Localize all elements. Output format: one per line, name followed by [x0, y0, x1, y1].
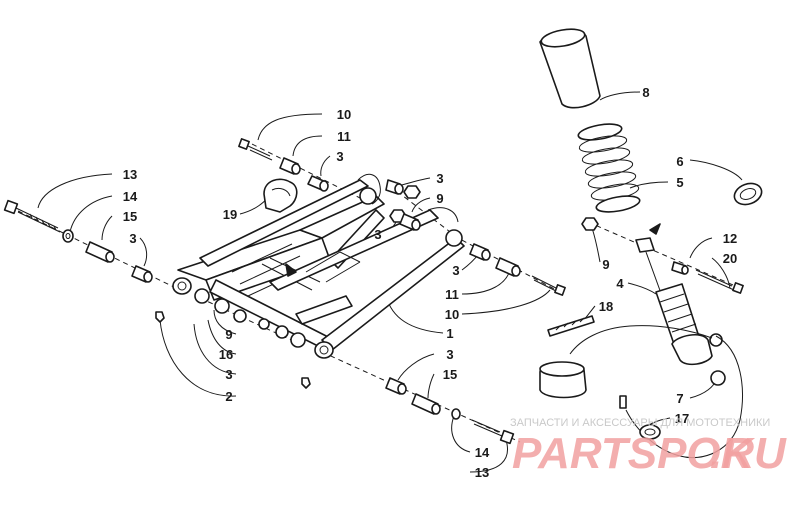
frame-bushings	[172, 187, 463, 359]
alignment-lines	[9, 139, 741, 443]
callout-13: 13	[123, 167, 137, 182]
spring-retainer-6	[733, 182, 763, 206]
callout-10: 10	[337, 107, 351, 122]
callout-2: 2	[225, 389, 232, 404]
lower-right-hardware	[385, 377, 515, 445]
callout-14: 14	[123, 189, 138, 204]
callout-3: 3	[336, 149, 343, 164]
callout-3: 3	[436, 171, 443, 186]
callout-9: 9	[436, 191, 443, 206]
callout-10: 10	[445, 307, 459, 322]
sleeve-15-left	[85, 241, 115, 263]
right-upper-hardware	[385, 179, 421, 231]
callout-1: 1	[446, 326, 453, 341]
watermark-tagline: ЗАПЧАСТИ И АКСЕССУАРЫ ДЛЯ МОТОТЕХНИКИ	[510, 417, 770, 429]
callout-18: 18	[599, 299, 613, 314]
callout-12: 12	[723, 231, 737, 246]
washer-14-left	[62, 229, 74, 243]
callout-14: 14	[475, 445, 490, 460]
grease-fittings-2	[155, 311, 311, 389]
callout-17: 17	[675, 411, 689, 426]
callout-15: 15	[443, 367, 457, 382]
callout-3: 3	[374, 227, 381, 242]
strap-18	[547, 315, 595, 337]
callout-9: 9	[225, 327, 232, 342]
orientation-arrows	[285, 223, 661, 277]
callout-7: 7	[676, 391, 683, 406]
bushing-3-left	[131, 265, 153, 283]
spring-5	[577, 123, 641, 213]
upper-arm	[199, 173, 459, 291]
shock-hardware-12-20-9	[581, 217, 744, 294]
shock-absorber-4	[635, 237, 726, 386]
watermark-brand: PARTSPOK	[512, 429, 756, 478]
callout-3: 3	[129, 231, 136, 246]
callout-8: 8	[642, 85, 649, 100]
callout-9: 9	[602, 257, 609, 272]
callout-3: 3	[225, 367, 232, 382]
sensor-cable-7-17	[539, 325, 743, 459]
callout-20: 20	[723, 251, 737, 266]
callout-3: 3	[452, 263, 459, 278]
watermark-domain: .RU	[710, 429, 787, 478]
callout-3: 3	[446, 347, 453, 362]
shock-boot-8	[539, 28, 601, 109]
sleeve-11-upper	[279, 157, 301, 175]
callout-16: 16	[219, 347, 233, 362]
callout-6: 6	[676, 154, 683, 169]
bolt-13-left	[3, 199, 61, 233]
right-lower-hardware	[469, 243, 566, 296]
callout-11: 11	[445, 287, 459, 302]
callout-4: 4	[616, 276, 624, 291]
bushing-3-upper	[307, 175, 329, 192]
callout-15: 15	[123, 209, 137, 224]
callout-11: 11	[337, 129, 351, 144]
leader-lines	[37, 91, 743, 473]
watermark: ЗАПЧАСТИ И АКСЕССУАРЫ ДЛЯ МОТОТЕХНИКИ PA…	[510, 417, 787, 478]
bracket-19	[263, 178, 298, 213]
bolt-10-upper	[238, 138, 273, 161]
callout-13: 13	[475, 465, 489, 480]
callout-19: 19	[223, 207, 237, 222]
callout-5: 5	[676, 175, 683, 190]
callout-labels: 10 11 3 13 14 15 3 19 3 9 3 3 11 10 1 9 …	[123, 85, 737, 480]
